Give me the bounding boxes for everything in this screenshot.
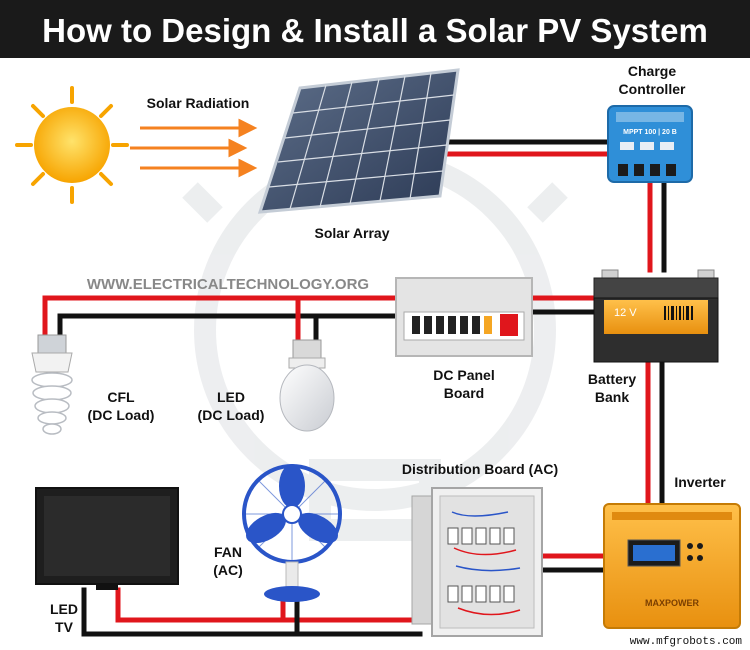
radiation-arrows — [130, 118, 258, 178]
led-bulb — [279, 339, 335, 432]
inverter-brand: MAXPOWER — [645, 598, 700, 608]
sun-icon — [15, 86, 129, 204]
credit-text: www.mfgrobots.com — [630, 636, 743, 648]
solar-array-label: Solar Array — [315, 225, 390, 241]
page-title: How to Design & Install a Solar PV Syste… — [42, 12, 708, 49]
battery-label-line1: Battery — [588, 371, 636, 387]
wire-dcpanel-cfl-positive — [42, 295, 401, 338]
charge-controller-label-line1: Charge — [628, 63, 676, 79]
led-tv — [35, 487, 179, 590]
led-bulb-label-line1: LED — [217, 389, 245, 405]
battery-voltage: 12 V — [614, 307, 637, 319]
tv-label-line1: LED — [50, 601, 78, 617]
wiring — [42, 139, 667, 637]
panel-grid — [268, 72, 455, 210]
distribution-board — [411, 487, 543, 637]
wire-db-tv-positive — [115, 587, 423, 623]
watermark-text: WWW.ELECTRICALTECHNOLOGY.ORG — [87, 276, 369, 293]
battery-label-line2: Bank — [595, 389, 629, 405]
fan-label-line1: FAN — [214, 544, 242, 560]
cfl-bulb — [31, 334, 73, 435]
solar-array — [257, 68, 460, 214]
credit-background — [616, 632, 746, 648]
led-bulb-label-line2: (DC Load) — [198, 407, 265, 423]
charge-controller-model: MPPT 100 | 20 B — [623, 129, 677, 136]
solar-radiation-label: Solar Radiation — [147, 95, 250, 111]
dc-panel-label-line2: Board — [444, 385, 484, 401]
dc-panel-label-line1: DC Panel — [433, 367, 494, 383]
title-bar: How to Design & Install a Solar PV Syste… — [0, 0, 750, 58]
inverter-label: Inverter — [674, 474, 726, 490]
inverter: MAXPOWER — [603, 503, 741, 629]
charge-controller-label-line2: Controller — [619, 81, 686, 97]
title-background — [0, 0, 750, 58]
tv-label-line2: TV — [55, 619, 74, 635]
fan — [242, 464, 342, 602]
distribution-board-label: Distribution Board (AC) — [402, 461, 558, 477]
fan-label-line2: (AC) — [213, 562, 243, 578]
charge-controller: MPPT 100 | 20 B — [607, 105, 693, 183]
wire-dcpanel-cfl-negative — [57, 313, 401, 338]
battery-bank: 12 V — [593, 269, 719, 363]
wire-db-tv-negative — [81, 587, 423, 637]
cfl-label-line1: CFL — [107, 389, 135, 405]
cfl-label-line2: (DC Load) — [88, 407, 155, 423]
dc-panel-board — [395, 277, 533, 357]
